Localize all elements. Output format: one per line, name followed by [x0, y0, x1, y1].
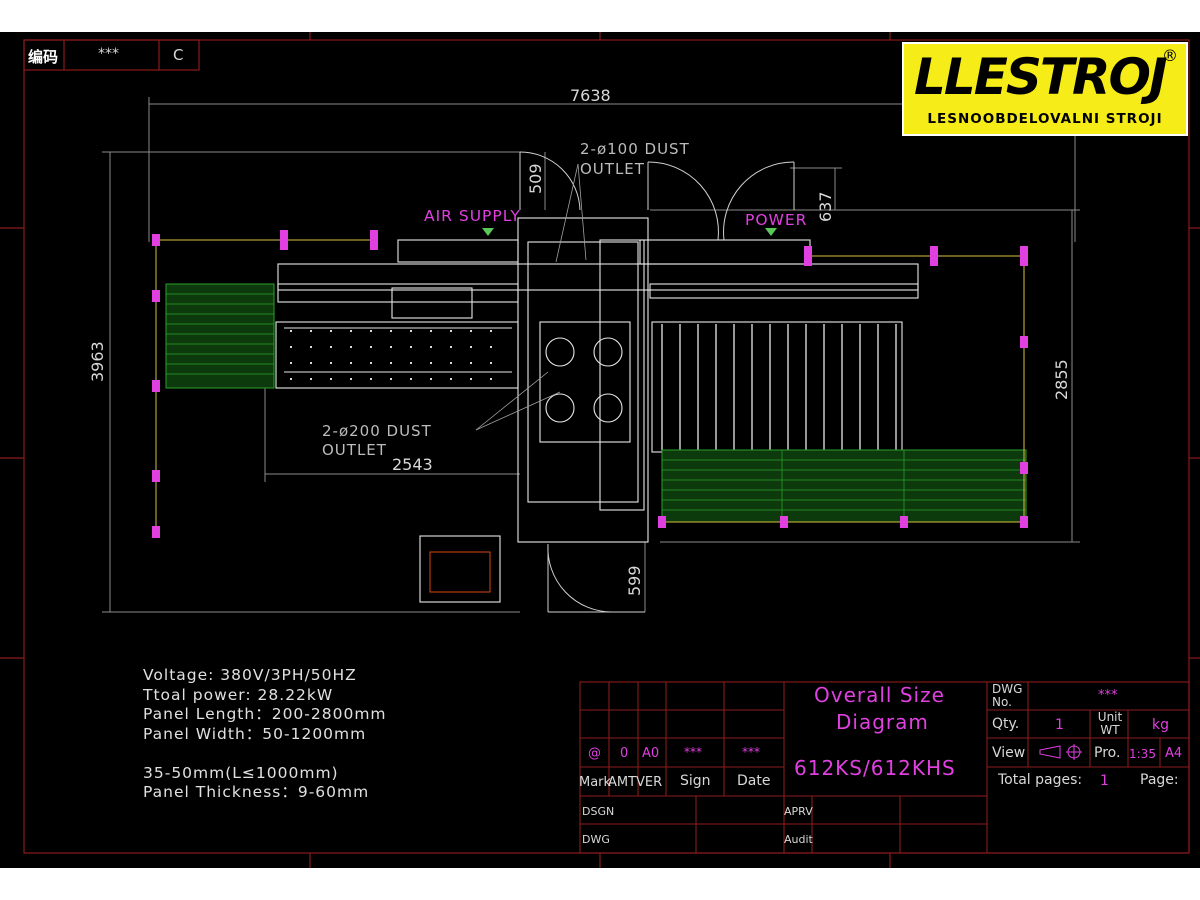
projection-view-icon: [1039, 744, 1082, 760]
aprv-label: APRV: [784, 805, 813, 818]
col-sign: Sign: [680, 773, 711, 789]
connection-markers: [482, 228, 777, 236]
outfeed-rollers: [661, 324, 897, 452]
rev-date: ***: [742, 745, 760, 759]
registered-mark: ®: [1162, 46, 1178, 65]
dim-total-width: 7638: [570, 86, 611, 105]
machine-body: [275, 217, 919, 603]
col-date: Date: [737, 773, 771, 789]
dust-outlet-top-label-2: OUTLET: [580, 160, 645, 178]
dim-door-bottom: 599: [625, 565, 644, 596]
spec-voltage: Voltage: 380V/3PH/50HZ: [143, 666, 357, 684]
drawing-title-line2: Diagram: [836, 710, 929, 734]
roller-grid: [290, 330, 492, 380]
door-swings: [519, 151, 795, 613]
outfeed-conveyor: [661, 449, 1027, 523]
pro-label: Pro.: [1094, 745, 1121, 761]
model-number: 612KS/612KHS: [794, 756, 956, 780]
revision-value: C: [173, 46, 184, 64]
dim-left-gap: 2543: [392, 455, 433, 474]
spec-panel-thickness: Panel Thickness：9-60mm: [143, 783, 370, 801]
col-ver: VER: [636, 775, 663, 790]
spec-thickness-range: 35-50mm(L≤1000mm): [143, 763, 339, 782]
leader-lines: [475, 163, 587, 431]
rev-ver: A0: [642, 746, 660, 761]
unit-wt-value: kg: [1152, 717, 1169, 733]
spec-panel-length: Panel Length：200-2800mm: [143, 705, 387, 723]
scale-value: 1:35: [1129, 747, 1156, 761]
audit-label: Audit: [784, 833, 813, 846]
qty-label: Qty.: [992, 716, 1020, 732]
col-mark: Mark: [579, 775, 612, 790]
logo-tagline: LESNOOBDELOVALNI STROJI: [927, 111, 1163, 127]
title-block-grid: [579, 681, 1190, 854]
dust-outlet-top-label: 2-ø100 DUST: [580, 140, 690, 158]
unit-wt-label: Unit WT: [1097, 710, 1123, 737]
spec-blank: [143, 744, 387, 764]
dsgn-label: DSGN: [582, 805, 615, 818]
dust-outlet-mid-label-2: OUTLET: [322, 441, 387, 459]
fence-posts: [152, 230, 1028, 538]
dwg-label: DWG: [582, 833, 610, 846]
drawing-canvas: 编码 *** C LLESTROJ ® LESNOOBDELOVALNI STR…: [0, 32, 1200, 868]
air-supply-label: AIR SUPPLY: [424, 207, 521, 225]
view-label: View: [992, 745, 1026, 761]
cad-drawing: [0, 32, 1200, 868]
dim-door-top-left: 509: [526, 163, 545, 194]
dwg-no-value: ***: [1098, 688, 1118, 703]
power-label: POWER: [745, 211, 808, 229]
dust-outlet-mid-label: 2-ø200 DUST: [322, 422, 432, 440]
code-label: 编码: [28, 48, 59, 66]
infeed-conveyor: [165, 283, 275, 389]
drawing-title-line1: Overall Size: [814, 683, 945, 707]
rev-sign: ***: [684, 745, 702, 759]
dim-total-height: 3963: [88, 341, 107, 382]
rev-amt: 0: [620, 746, 629, 761]
total-pages-label: Total pages:: [998, 772, 1083, 788]
qty-value: 1: [1055, 717, 1064, 733]
paper-size: A4: [1165, 746, 1183, 761]
rev-mark: @: [588, 746, 601, 761]
spec-panel-width: Panel Width：50-1200mm: [143, 724, 367, 743]
col-amt: AMT: [608, 775, 637, 790]
dim-door-top-right: 637: [816, 191, 835, 222]
spec-power: Ttoal power: 28.22kW: [143, 685, 334, 704]
logo-wordmark: LLESTROJ: [914, 48, 1168, 106]
dwg-no-label: DWG No.: [992, 682, 1023, 709]
page-label: Page:: [1140, 772, 1179, 788]
llestroj-logo: LLESTROJ ® LESNOOBDELOVALNI STROJI: [902, 42, 1188, 136]
code-value: ***: [98, 46, 119, 62]
spec-notes: Voltage: 380V/3PH/50HZ Ttoal power: 28.2…: [143, 666, 387, 803]
total-pages-value: 1: [1100, 773, 1109, 789]
dim-right-height: 2855: [1052, 359, 1071, 400]
